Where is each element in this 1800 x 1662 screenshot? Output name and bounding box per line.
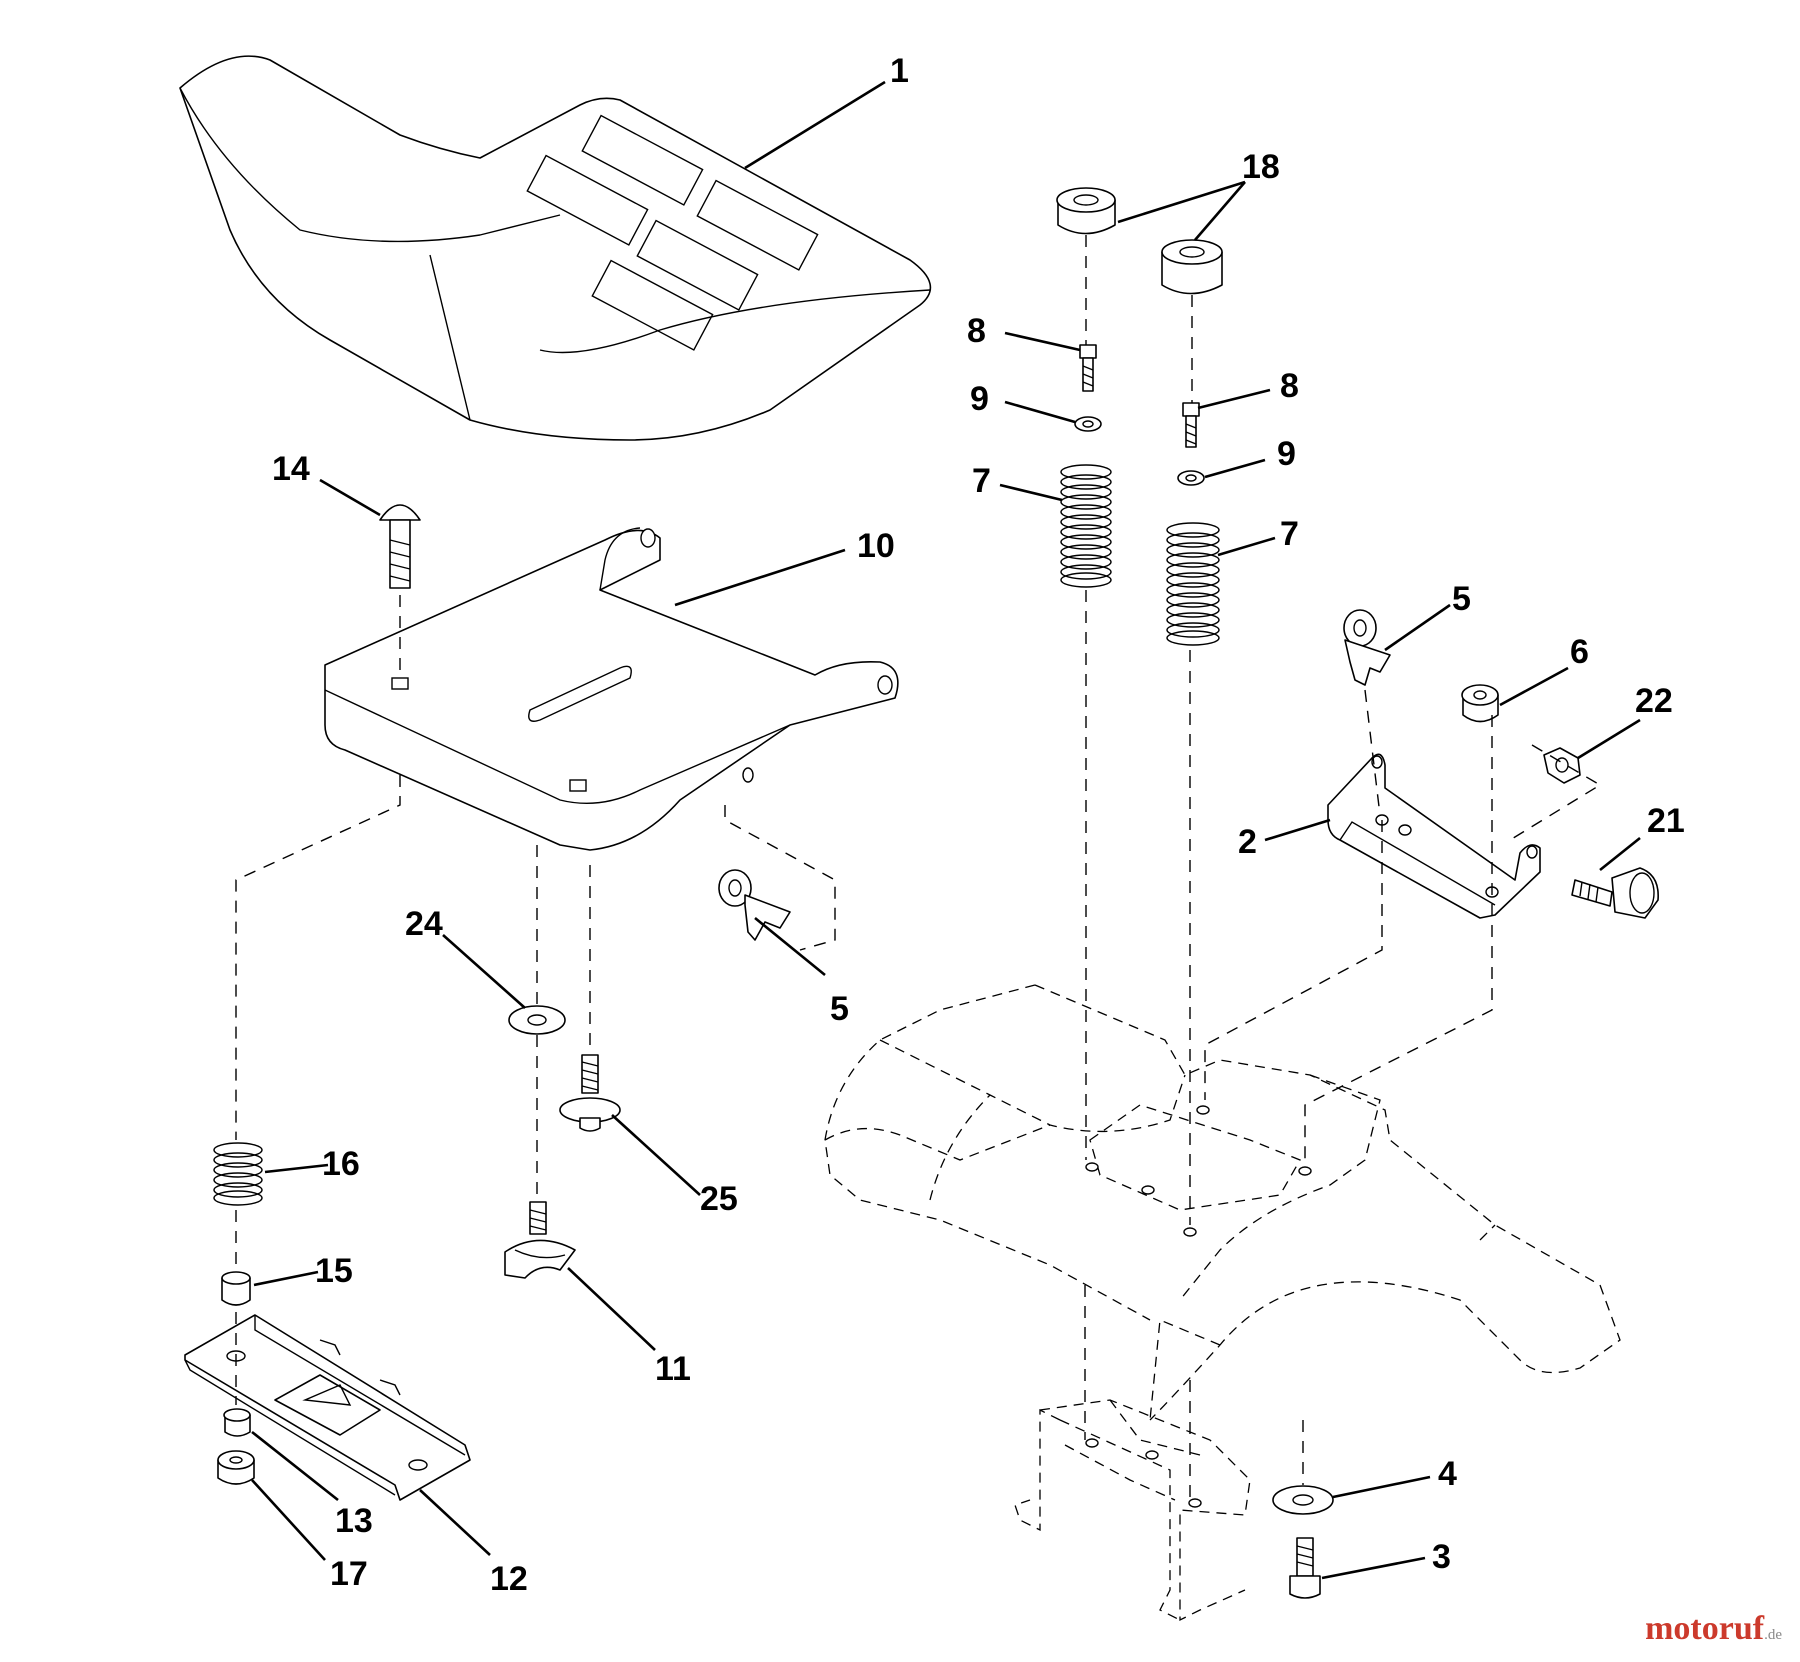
callout-25: 25 (700, 1180, 738, 1218)
hex-bolt-3 (1289, 1537, 1321, 1599)
washer-left (1074, 416, 1102, 432)
leader-lines (251, 80, 1641, 1580)
callout-8-right: 8 (1280, 367, 1299, 405)
callout-14: 14 (272, 450, 310, 488)
spacer-left (1056, 187, 1116, 235)
callout-17: 17 (330, 1555, 368, 1593)
callout-11: 11 (655, 1350, 691, 1388)
spacer-small (221, 1271, 251, 1306)
callout-1: 1 (890, 52, 909, 90)
callout-16: 16 (322, 1145, 360, 1183)
seat-bracket (1327, 753, 1541, 919)
callout-3: 3 (1432, 1538, 1451, 1576)
clip-lower (718, 869, 791, 941)
callout-7-right: 7 (1280, 515, 1299, 553)
fender-frame (824, 984, 1621, 1622)
clip-upper (1343, 609, 1391, 686)
callout-13: 13 (335, 1502, 373, 1540)
assembly-lines (235, 235, 1602, 1500)
callout-5-upper: 5 (1452, 580, 1471, 618)
flat-washer-4 (1272, 1485, 1334, 1515)
callout-18: 18 (1242, 148, 1280, 186)
spacer-right (1161, 239, 1223, 295)
carriage-bolt (379, 504, 421, 589)
watermark-logo: motoruf.de (1645, 1610, 1782, 1648)
seat-pan (324, 527, 899, 851)
adjustment-knob (504, 1201, 576, 1279)
callout-9-right: 9 (1277, 435, 1296, 473)
lock-nut (1461, 684, 1499, 723)
flat-washer-24 (508, 1005, 566, 1035)
spring-left (1060, 464, 1112, 588)
callout-10: 10 (857, 527, 895, 565)
callout-24: 24 (405, 905, 443, 943)
callout-2: 2 (1238, 823, 1257, 861)
nut-13 (223, 1408, 251, 1437)
slide-plate (184, 1314, 471, 1501)
watermark-suffix: .de (1764, 1627, 1782, 1643)
callout-9-left: 9 (970, 380, 989, 418)
callout-12: 12 (490, 1560, 528, 1598)
bolt-left (1079, 344, 1097, 392)
callout-4: 4 (1438, 1455, 1457, 1493)
washer-right (1177, 470, 1205, 486)
callout-21: 21 (1647, 802, 1685, 840)
callout-5-lower: 5 (830, 990, 849, 1028)
seat (179, 55, 932, 441)
callout-6: 6 (1570, 633, 1589, 671)
spring-right (1166, 522, 1220, 646)
callout-7-left: 7 (972, 462, 991, 500)
shoulder-screw (559, 1054, 621, 1132)
nut-17 (217, 1450, 255, 1485)
callout-22: 22 (1635, 682, 1673, 720)
callout-labels: 1 18 8 9 7 8 9 7 14 10 5 6 22 2 21 24 5 … (272, 52, 1685, 1598)
callout-8-left: 8 (967, 312, 986, 350)
bolt-right (1182, 402, 1200, 448)
callout-15: 15 (315, 1252, 353, 1290)
hex-nut (1543, 747, 1581, 784)
watermark-main: motoruf (1645, 1610, 1765, 1647)
spring-small (213, 1142, 263, 1206)
shoulder-bolt (1571, 867, 1659, 919)
